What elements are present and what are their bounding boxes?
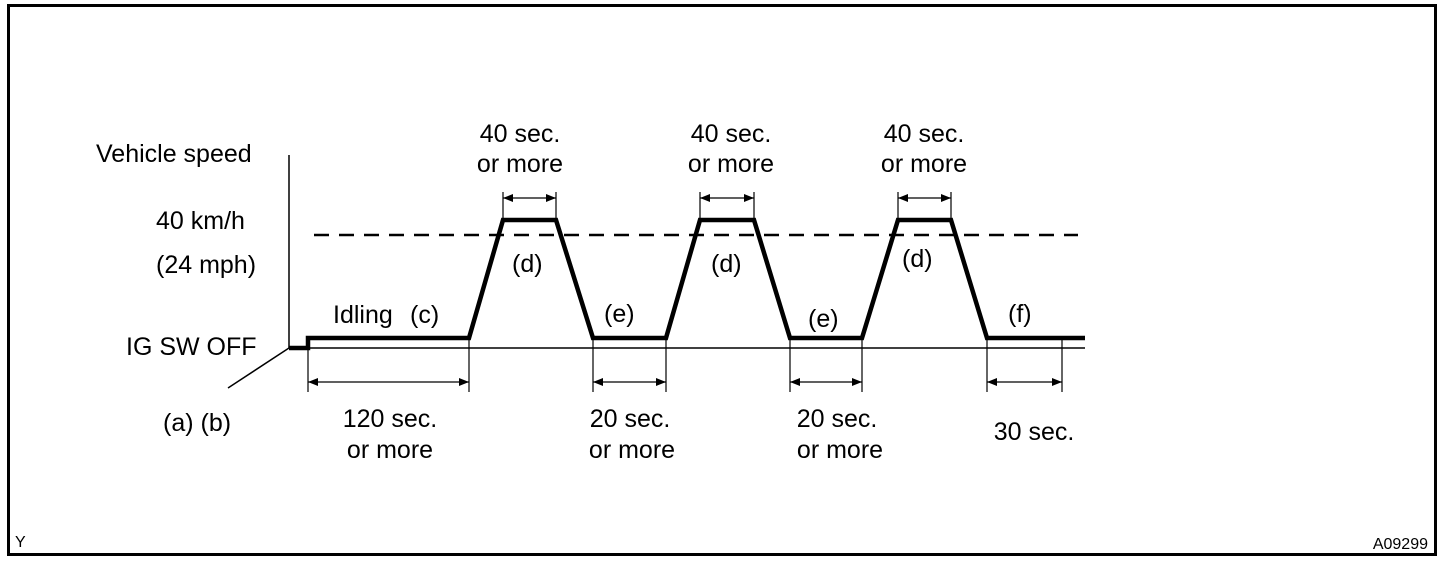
d-duration-3-line1: 40 sec. — [884, 120, 965, 148]
e-duration-2-line2: or more — [797, 436, 883, 464]
speed-value-label: 40 km/h — [156, 207, 245, 235]
step-a-b-label: (a) (b) — [163, 409, 231, 437]
step-d-label-2: (d) — [711, 250, 742, 278]
e-duration-1-line1: 20 sec. — [590, 405, 671, 433]
step-d-label-1: (d) — [512, 250, 543, 278]
step-e-label-2: (e) — [808, 305, 839, 333]
d-duration-3-line2: or more — [881, 150, 967, 178]
speed-mph-label: (24 mph) — [156, 251, 256, 279]
depth-axis — [227, 347, 290, 389]
d-duration-2-line2: or more — [688, 150, 774, 178]
e-duration-1-line2: or more — [589, 436, 675, 464]
step-f-label: (f) — [1008, 300, 1032, 328]
figure-code: A09299 — [1373, 536, 1428, 553]
f-duration-label: 30 sec. — [994, 418, 1075, 446]
idling-label: Idling — [333, 301, 393, 329]
d-duration-1-line1: 40 sec. — [480, 120, 561, 148]
corner-mark-y: Y — [15, 534, 26, 551]
step-c-label: (c) — [410, 301, 439, 329]
diagram-frame — [7, 4, 1437, 556]
ig-sw-off-label: IG SW OFF — [126, 333, 257, 361]
c-duration-line1: 120 sec. — [343, 405, 438, 433]
duration-arrows — [308, 194, 1062, 386]
e-duration-2-line1: 20 sec. — [797, 405, 878, 433]
speed-profile-line — [289, 217, 1085, 351]
duration-tick-lines — [307, 192, 1063, 392]
d-duration-2-line1: 40 sec. — [691, 120, 772, 148]
step-d-label-3: (d) — [902, 245, 933, 273]
d-duration-1-line2: or more — [477, 150, 563, 178]
c-duration-line2: or more — [347, 436, 433, 464]
step-e-label-1: (e) — [604, 300, 635, 328]
vehicle-speed-label: Vehicle speed — [96, 140, 252, 168]
